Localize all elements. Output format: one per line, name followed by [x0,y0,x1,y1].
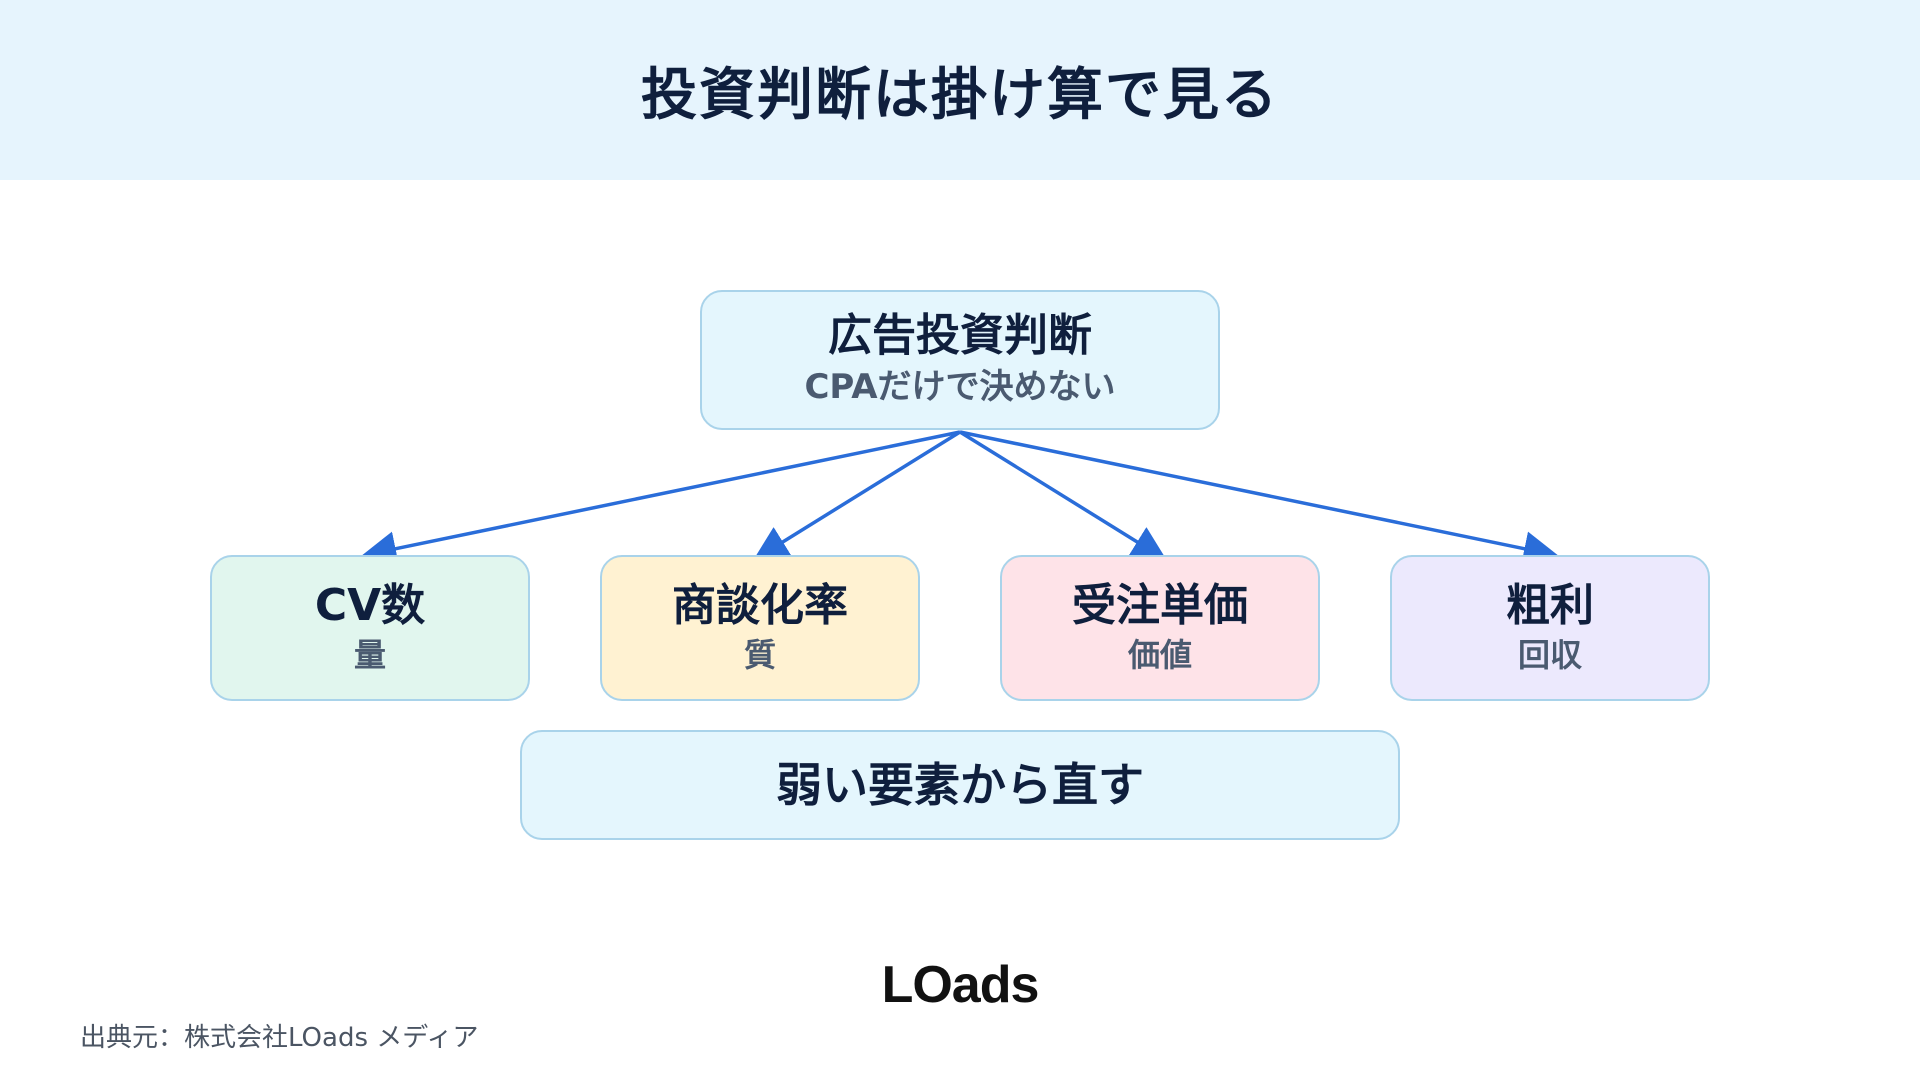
arrow-to-order-price [959,430,1167,561]
arrow-to-conversion-rate [753,430,961,561]
node-gross-profit: 粗利 回収 [1390,555,1710,701]
node-subtitle: 価値 [1127,636,1192,675]
conclusion-title: 弱い要素から直す [776,757,1144,812]
node-title: CV数 [314,579,426,631]
node-cv-count: CV数 量 [210,555,530,701]
node-order-price: 受注単価 価値 [1000,555,1320,701]
brand-logo: LOads [881,956,1040,1014]
node-subtitle: 質 [743,636,776,675]
root-subtitle: CPAだけで決めない [804,367,1116,408]
node-subtitle: 量 [353,636,386,675]
root-title: 広告投資判断 [828,310,1092,362]
page-title: 投資判断は掛け算で見る [641,62,1279,128]
arrow-to-gross-profit [959,430,1559,566]
source-credit: 出典元：株式会社LOads メディア [80,1023,479,1053]
arrow-to-cv [361,430,961,566]
node-title: 商談化率 [672,579,848,631]
conclusion-node: 弱い要素から直す [520,730,1400,840]
header-band: 投資判断は掛け算で見る [0,0,1920,180]
node-conversion-rate: 商談化率 質 [600,555,920,701]
node-title: 受注単価 [1072,579,1248,631]
node-subtitle: 回収 [1517,636,1582,675]
node-title: 粗利 [1506,579,1594,631]
root-node: 広告投資判断 CPAだけで決めない [700,290,1220,430]
